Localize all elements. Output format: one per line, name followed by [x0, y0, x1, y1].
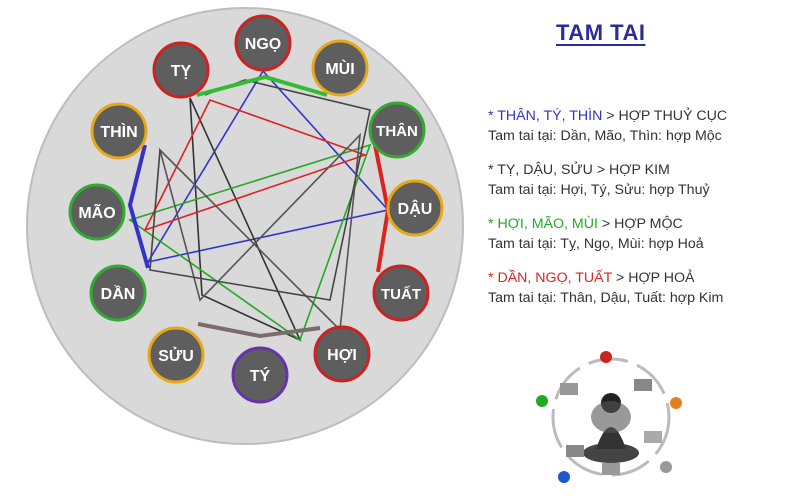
- element-dot-water: [558, 471, 570, 483]
- scene-thumb: [634, 379, 652, 391]
- triangle-kim: [189, 97, 302, 342]
- badge-label-mao: MÃO: [78, 202, 115, 222]
- rule-sub: Tam tai tại: Hợi, Tý, Sửu: hợp Thuỷ: [488, 182, 710, 198]
- rule-head-rest: > HỢP KIM: [592, 162, 670, 178]
- badge-label-hoi: HỢI: [327, 347, 357, 364]
- scene-thumb: [644, 431, 662, 443]
- triangle-moc: [128, 143, 372, 342]
- badge-ring: [89, 264, 147, 322]
- rule-sub: Tam tai tại: Dần, Mão, Thìn: hợp Mộc: [488, 128, 722, 144]
- badge-mao: MÃO: [68, 183, 126, 241]
- meditating-figure: [583, 393, 639, 463]
- badge-ngo: NGỌ: [234, 14, 292, 72]
- scene-thumb: [566, 445, 584, 457]
- badge-ring: [311, 39, 369, 97]
- triangle-extra: [158, 132, 362, 332]
- bracket-top: [196, 74, 328, 97]
- bracket-left: [127, 144, 150, 269]
- badge-dan: DẦN: [89, 264, 147, 322]
- badge-ring: [147, 326, 205, 384]
- meditation-cycle-illustration: [536, 351, 682, 483]
- badge-ring: [68, 183, 126, 241]
- badge-dau: DẬU: [386, 179, 444, 237]
- badge-label-dan: DẦN: [101, 284, 136, 303]
- rule-block-hoa: * DẦN, NGỌ, TUẤT > HỢP HOẢ Tam tai tại: …: [488, 268, 723, 308]
- badge-ring: [152, 41, 210, 99]
- badge-label-mui: MÙI: [325, 59, 354, 78]
- scene-thumb: [602, 463, 620, 475]
- rule-sub: Tam tai tại: Tỵ, Ngọ, Mùi: hợp Hoả: [488, 236, 704, 252]
- badge-ring: [313, 325, 371, 383]
- rule-block-kim: * TỴ, DẬU, SỬU > HỢP KIM Tam tai tại: Hợ…: [488, 160, 710, 200]
- badge-label-thin: THÌN: [100, 122, 137, 141]
- badge-ring: [386, 179, 444, 237]
- element-dot-earth: [670, 397, 682, 409]
- badge-label-ngo: NGỌ: [245, 36, 281, 53]
- rule-sub: Tam tai tại: Thân, Dậu, Tuất: hợp Kim: [488, 290, 724, 306]
- scene-thumb: [560, 383, 578, 395]
- rule-head-rest: > HỢP THUỶ CỤC: [602, 108, 728, 124]
- badge-ring: [372, 264, 430, 322]
- badge-label-tuat: TUẤT: [381, 286, 421, 303]
- badge-ring: [368, 101, 426, 159]
- bracket-lines: [127, 74, 391, 339]
- badge-label-suu: SỬU: [158, 346, 194, 365]
- rule-head-colored: * THÂN, TÝ, THÌN: [488, 108, 603, 124]
- rule-head-colored: * TỴ, DẬU, SỬU: [488, 162, 593, 178]
- badge-ty-ran: TỴ: [152, 41, 210, 99]
- badge-tuat: TUẤT: [372, 264, 430, 322]
- rule-head-colored: * DẦN, NGỌ, TUẤT: [488, 270, 613, 286]
- badge-label-dau: DẬU: [398, 199, 433, 218]
- badge-mui: MÙI: [311, 39, 369, 97]
- triangle-hoa: [143, 99, 368, 232]
- triangle-lines: [128, 69, 390, 342]
- rule-block-moc: * HỢI, MÃO, MÙI > HỢP MỘC Tam tai tại: T…: [488, 214, 704, 254]
- bracket-bottom: [197, 322, 321, 339]
- badge-ring: [90, 102, 148, 160]
- badge-than: THÂN: [368, 101, 426, 159]
- rule-block-thuy: * THÂN, TÝ, THÌN > HỢP THUỶ CỤC Tam tai …: [488, 106, 727, 146]
- badge-thin: THÌN: [90, 102, 148, 160]
- badge-label-ty-ran: TỴ: [171, 63, 192, 80]
- tam-tai-wheel: NGỌ MÙI THÂN DẬU TUẤT HỢI TÝ SỬU DẦN MÃO…: [26, 7, 464, 445]
- badge-ring: [231, 346, 289, 404]
- page-title: TAM TAI: [556, 20, 646, 45]
- badge-ty-chuot: TÝ: [231, 346, 289, 404]
- badge-label-than: THÂN: [376, 122, 418, 140]
- badge-label-ty-chuot: TÝ: [250, 366, 271, 385]
- badge-hoi: HỢI: [313, 325, 371, 383]
- badge-suu: SỬU: [147, 326, 205, 384]
- rule-head-rest: > HỢP MỘC: [597, 216, 683, 232]
- rule-head-colored: * HỢI, MÃO, MÙI: [488, 216, 598, 232]
- element-dot-fire: [600, 351, 612, 363]
- badge-ring: [234, 14, 292, 72]
- element-dot-metal: [660, 461, 672, 473]
- rule-head-rest: > HỢP HOẢ: [612, 270, 695, 286]
- element-dot-wood: [536, 395, 548, 407]
